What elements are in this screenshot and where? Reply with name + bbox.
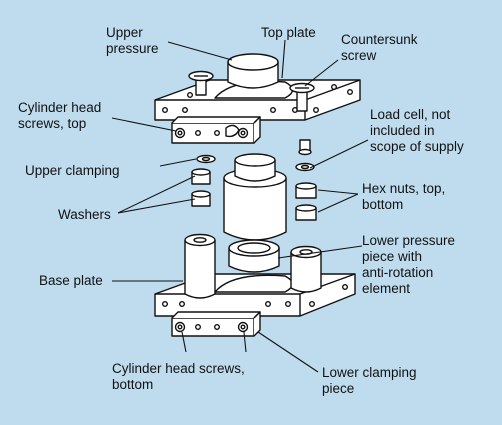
upper-clamping-piece [171, 116, 261, 144]
countersunk-screw-right [289, 82, 315, 112]
label-countersunk-screw: Countersunk screw [341, 32, 418, 63]
label-upper-pressure: Upper pressure [106, 25, 159, 56]
upper-pressure-piece [227, 53, 279, 89]
leader-lines [111, 39, 369, 373]
hex-nut-right-top [295, 182, 317, 199]
label-load-cell: Load cell, not included in scope of supp… [370, 107, 464, 154]
hex-nut-right-bottom [295, 204, 317, 221]
label-upper-clamping: Upper clamping [25, 163, 120, 178]
load-cell-screw [298, 139, 312, 156]
label-top-plate: Top plate [261, 25, 316, 40]
hex-nut-left-bottom [191, 190, 211, 207]
label-cylinder-head-screws-top: Cylinder head screws, top [18, 100, 102, 131]
load-cell [223, 153, 287, 241]
label-lower-pressure-piece: Lower pressure piece with anti-rotation … [362, 233, 456, 296]
label-base-plate: Base plate [39, 273, 103, 288]
label-hex-nuts: Hex nuts, top, bottom [362, 181, 446, 212]
post-right [290, 245, 322, 293]
washer-right [295, 162, 315, 172]
lower-clamping-piece [171, 311, 261, 337]
label-washers: Washers [58, 207, 111, 222]
lower-pressure-piece [228, 239, 280, 273]
label-cylinder-head-screws-bottom: Cylinder head screws, bottom [112, 361, 245, 392]
post-left [184, 233, 216, 299]
countersunk-screw-left [188, 70, 214, 96]
hex-nut-left-top [191, 168, 211, 185]
label-lower-clamping-piece: Lower clamping piece [322, 365, 417, 396]
washer-top [196, 154, 216, 164]
